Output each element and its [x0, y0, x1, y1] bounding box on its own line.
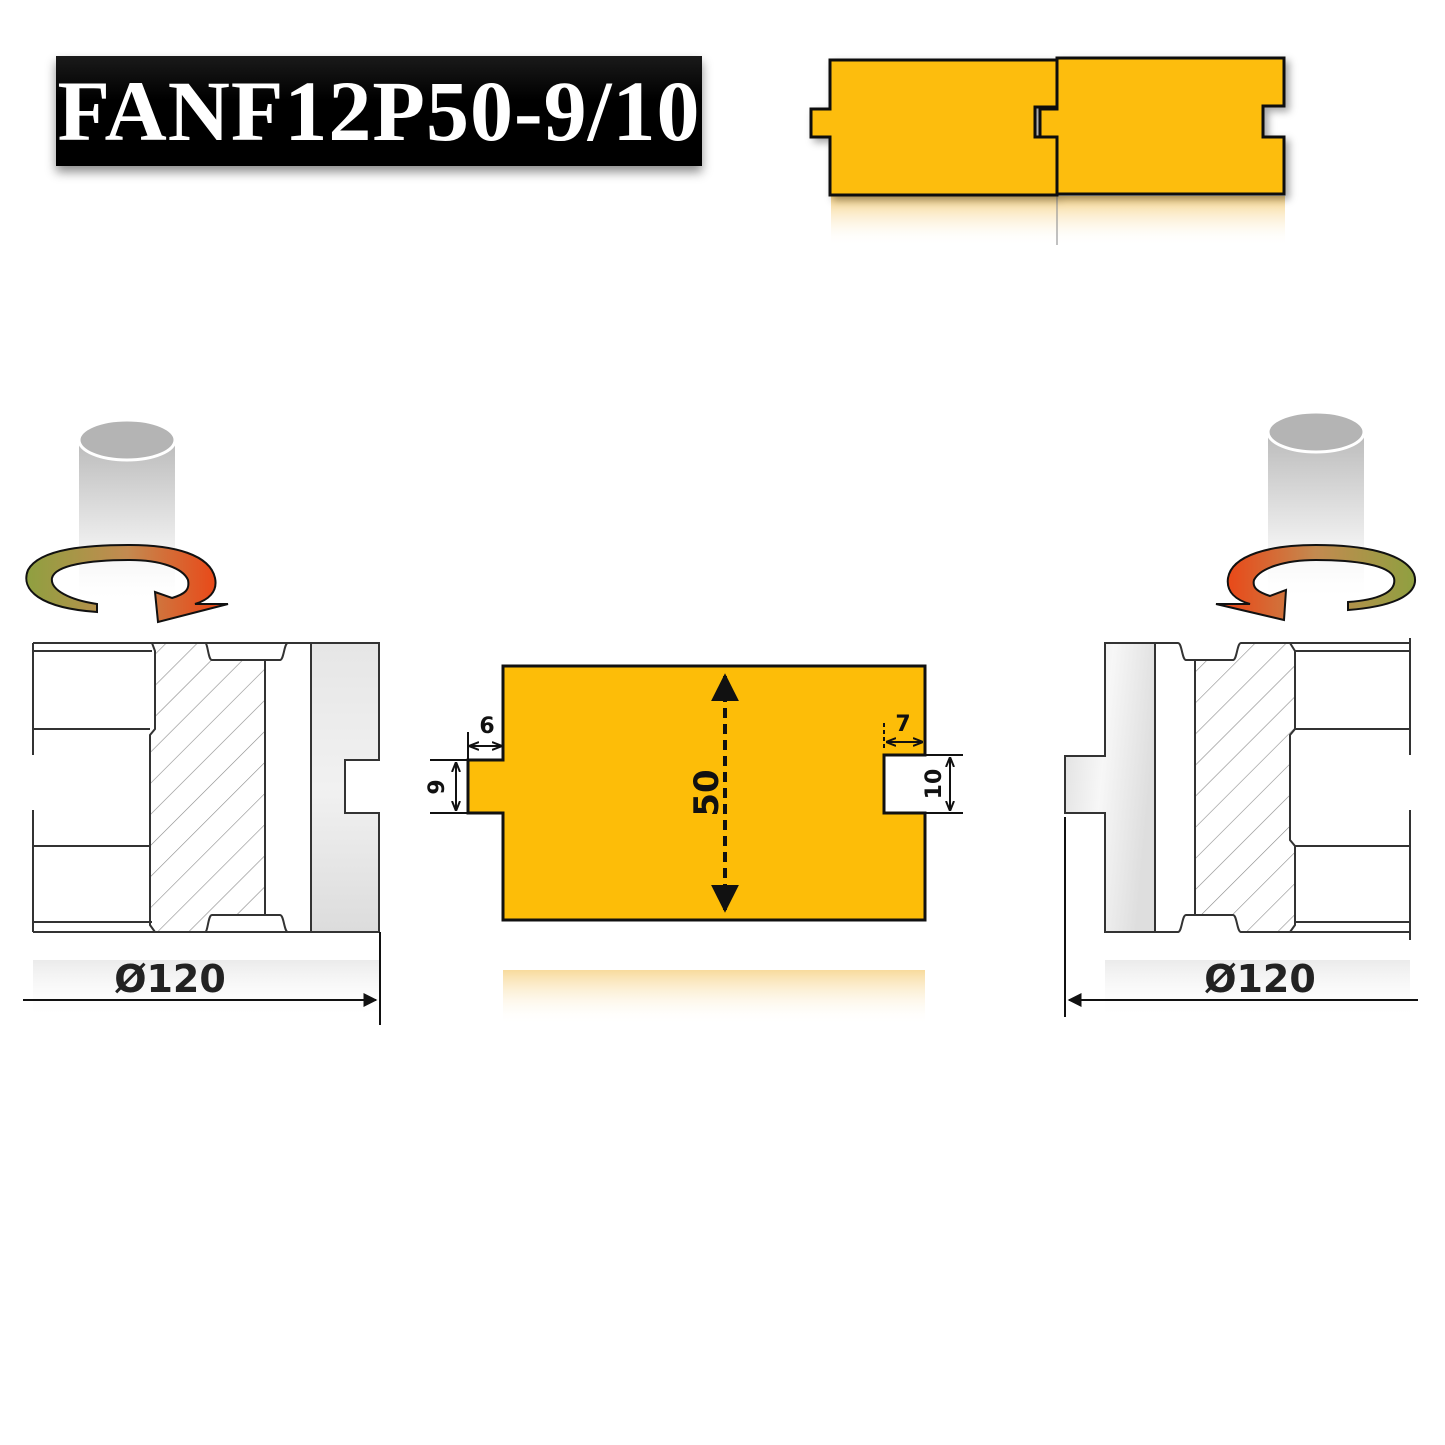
- left-board: [809, 58, 1059, 197]
- height-dimension-label: 50: [687, 769, 727, 816]
- product-code-banner: FANF12P50-9/10: [56, 56, 702, 166]
- tongue-width-label: 9: [425, 779, 450, 794]
- spindle-cylinder-icon: [1266, 410, 1366, 597]
- groove-width-label: 10: [922, 769, 947, 800]
- right-cutter-section: Ø120: [1064, 410, 1418, 1020]
- groove-depth-label: 7: [895, 712, 910, 737]
- spindle-cylinder-icon: [77, 418, 177, 600]
- product-code-title: FANF12P50-9/10: [57, 63, 701, 159]
- joined-boards-preview: [809, 56, 1286, 246]
- tongue-depth-label: 6: [479, 714, 494, 739]
- counterclockwise-rotation-arrow-icon: [1215, 543, 1417, 622]
- profile-dimension-drawing: 50 6 9 7 10: [425, 664, 963, 1025]
- right-diameter-label: Ø120: [1204, 957, 1316, 1001]
- right-board: [1038, 56, 1286, 196]
- clockwise-rotation-arrow-icon: [25, 543, 229, 624]
- left-cutter-section: Ø120: [23, 418, 381, 1025]
- left-diameter-label: Ø120: [114, 957, 226, 1001]
